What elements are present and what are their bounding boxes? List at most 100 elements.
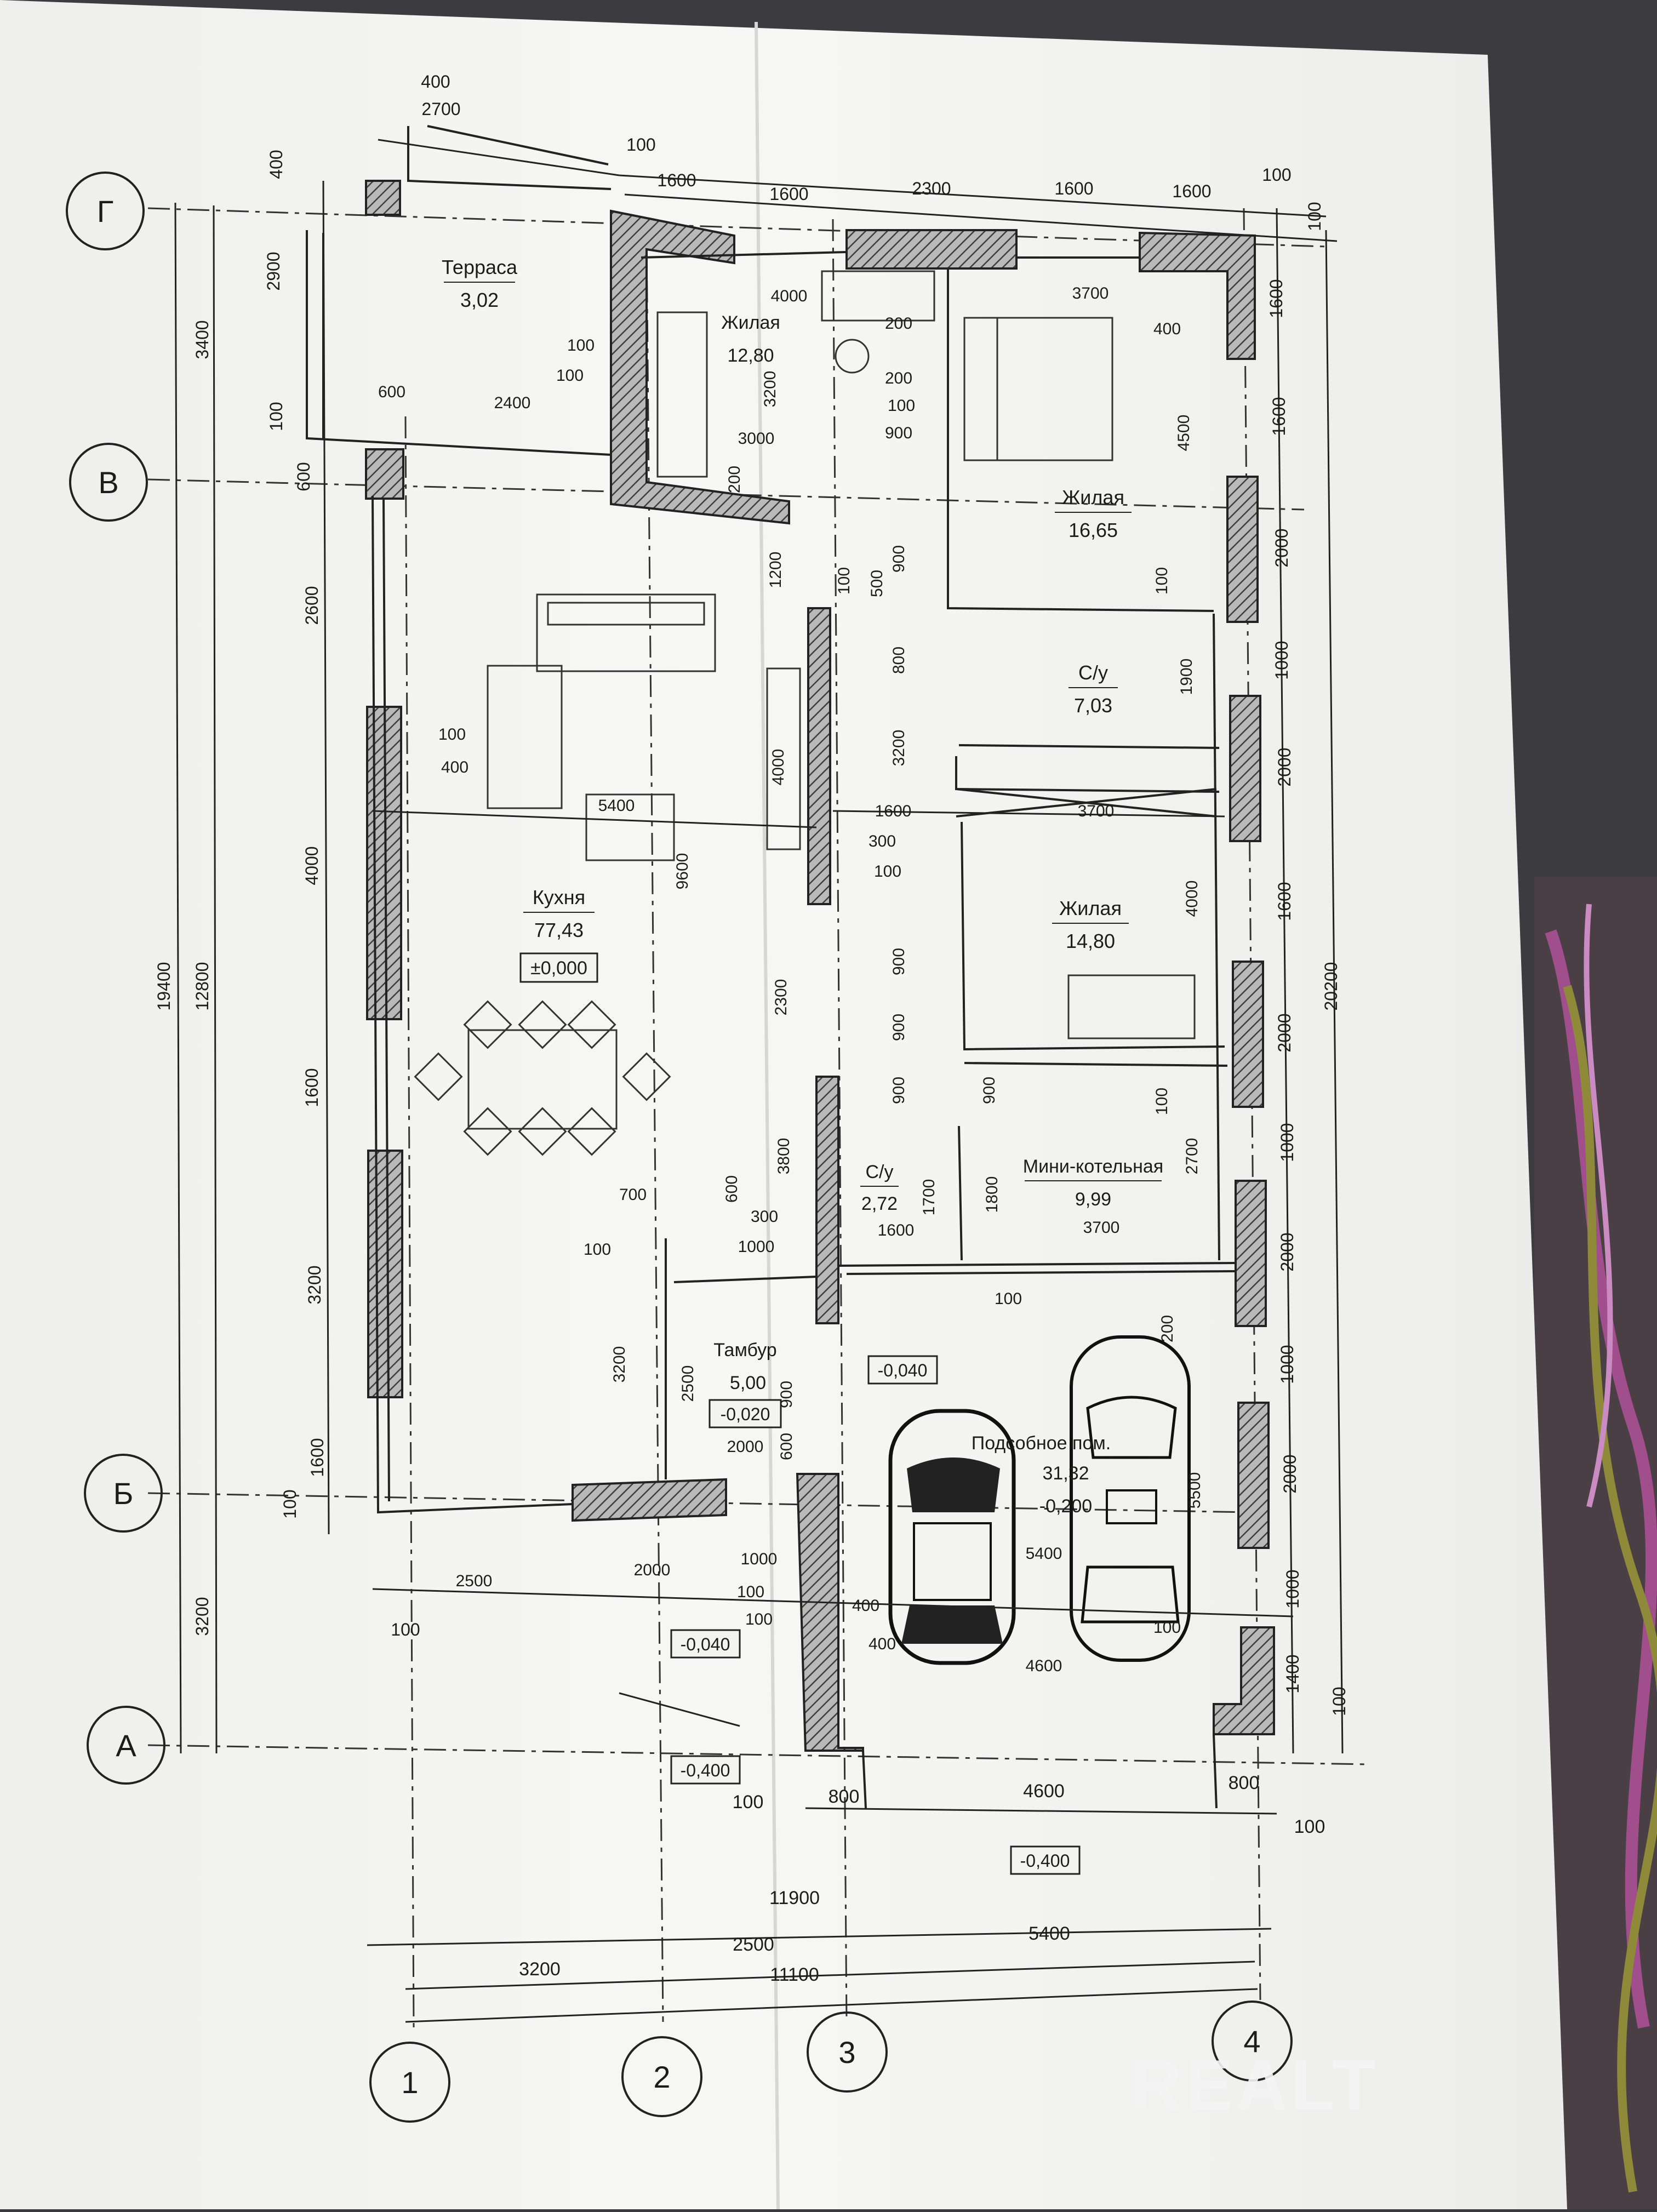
terrace-post: [365, 180, 401, 216]
dimension-label: 100: [391, 1620, 420, 1639]
watermark-text: REALT: [1130, 2045, 1379, 2125]
dimension-label: 600: [778, 1433, 796, 1460]
car-icon: [1070, 1335, 1191, 1662]
dimension-label: 3200: [610, 1346, 628, 1383]
dimension-label: 1600: [878, 1221, 915, 1239]
wall-right-segment: [1232, 961, 1264, 1108]
dimensions-right: 1600 1600 2000 1000 2000 1600 2000 1000 …: [1266, 279, 1349, 1716]
room-name: Тамбур: [713, 1340, 776, 1361]
dimension-label: 1600: [307, 1438, 327, 1477]
room-area: 16,65: [1069, 519, 1118, 541]
dimension-label: 5400: [598, 797, 635, 815]
wall-right-segment: [1237, 1402, 1270, 1549]
terrace-post: [365, 448, 404, 500]
axis-letter-v: В: [98, 465, 118, 500]
dimension-label: 200: [725, 466, 744, 493]
dimension-label: 200: [1158, 1315, 1176, 1342]
axis-number-1: 1: [401, 2065, 418, 2100]
axis-grid: [147, 207, 1370, 2028]
dimension-label: 2000: [1272, 528, 1292, 567]
dimension-label: 500: [868, 570, 886, 597]
axis-line-3: [832, 219, 848, 2022]
dimension-label: 1000: [1277, 1345, 1297, 1384]
dimension-label: 900: [890, 1014, 908, 1041]
dimension-label: 100: [556, 367, 584, 385]
dimension-label: 900: [890, 545, 908, 573]
dimension-label: 100: [1153, 1619, 1181, 1637]
dimension-label: 2300: [912, 179, 951, 198]
dimension-label: 1600: [657, 170, 696, 190]
dimension-label: 11100: [770, 1964, 819, 1985]
room-name: Подсобное пом.: [972, 1433, 1111, 1454]
dimensions-top: 400 2700 100 1600 1600 2300 1600 1600 10…: [421, 72, 1324, 231]
dimension-label: 400: [869, 1635, 896, 1653]
dimension-label: 5400: [1029, 1923, 1070, 1944]
desk-icon: [821, 270, 935, 322]
room-name: Жилая: [1059, 897, 1122, 919]
room-area: 5,00: [730, 1373, 766, 1393]
dimension-label: 1600: [1266, 279, 1286, 318]
dimension-label: 900: [980, 1077, 998, 1104]
dimension-label: 100: [438, 725, 466, 744]
room-area: 7,03: [1074, 694, 1112, 717]
room-area: 31,32: [1042, 1463, 1089, 1484]
axis-line-b: [147, 1492, 1250, 1513]
wall-interior: [815, 1076, 839, 1324]
wall-entrance: [572, 1478, 727, 1522]
room-name: Терраса: [442, 256, 518, 278]
axis-line-a: [147, 1744, 1370, 1765]
dimension-label: 2000: [1280, 1454, 1300, 1493]
dimension-label: 4600: [1026, 1657, 1062, 1675]
axis-number-2: 2: [653, 2060, 670, 2094]
room-area: 77,43: [534, 919, 584, 941]
room-boiler: Мини-котельная 9,99: [1023, 1156, 1163, 1210]
dimension-label: 3800: [775, 1138, 793, 1175]
dimension-label: 600: [723, 1175, 741, 1203]
dimension-label: 4000: [1183, 881, 1201, 917]
level-mark: -0,020: [721, 1404, 770, 1424]
bed-icon: [656, 311, 708, 478]
dimension-label: 1000: [1283, 1569, 1302, 1608]
room-name: Мини-котельная: [1023, 1156, 1163, 1177]
dimension-label: 1800: [983, 1176, 1001, 1213]
dimension-label: 300: [751, 1208, 778, 1226]
chair-icon: [835, 339, 870, 374]
wall-interior: [807, 607, 831, 905]
dimension-label: 1600: [1269, 397, 1289, 436]
dimension-label: 3200: [305, 1265, 324, 1304]
dimension-label: 100: [567, 336, 595, 355]
axis-number-2-bubble: 2: [621, 2036, 702, 2117]
room-area: 2,72: [861, 1193, 898, 1214]
dimension-label: 1000: [738, 1238, 775, 1256]
dimension-label: 1600: [769, 184, 808, 204]
dimensions-bottom: 100 800 4600 800 100 11900 2500 5400 320…: [519, 1773, 1325, 1985]
dimension-label: 400: [421, 72, 450, 92]
dimension-label: 100: [1262, 165, 1291, 185]
dimension-label: 9600: [673, 853, 692, 890]
dimension-label: 900: [778, 1381, 796, 1408]
room-area: 3,02: [460, 289, 499, 311]
dimension-label: 3700: [1083, 1219, 1120, 1237]
dimension-label: 2500: [679, 1365, 697, 1402]
car-icon: [888, 1409, 1016, 1665]
dimension-label: 2000: [1275, 747, 1294, 786]
dimension-label: 100: [280, 1489, 300, 1518]
tv-unit-icon: [766, 667, 801, 850]
dimension-label: 200: [885, 369, 912, 387]
dimension-label: 300: [869, 832, 896, 850]
axis-number-1-bubble: 1: [369, 2042, 450, 2123]
dimension-label: 2000: [634, 1561, 671, 1579]
furniture: [414, 270, 1196, 1156]
dimension-label: 600: [294, 462, 313, 491]
axis-letter-b-bubble: Б: [84, 1454, 163, 1533]
dimension-label: 100: [874, 862, 901, 881]
level-mark: -0,200: [1039, 1496, 1092, 1517]
dimension-label: 5500: [1186, 1472, 1204, 1509]
dimension-label: 1600: [875, 802, 912, 820]
dimension-label: 2300: [772, 979, 790, 1016]
level-mark: -0,400: [681, 1761, 730, 1780]
room-living-2: Жилая 16,65: [1055, 486, 1132, 541]
dimension-label: 5400: [1026, 1545, 1062, 1563]
wall-garage-left: [796, 1473, 864, 1752]
